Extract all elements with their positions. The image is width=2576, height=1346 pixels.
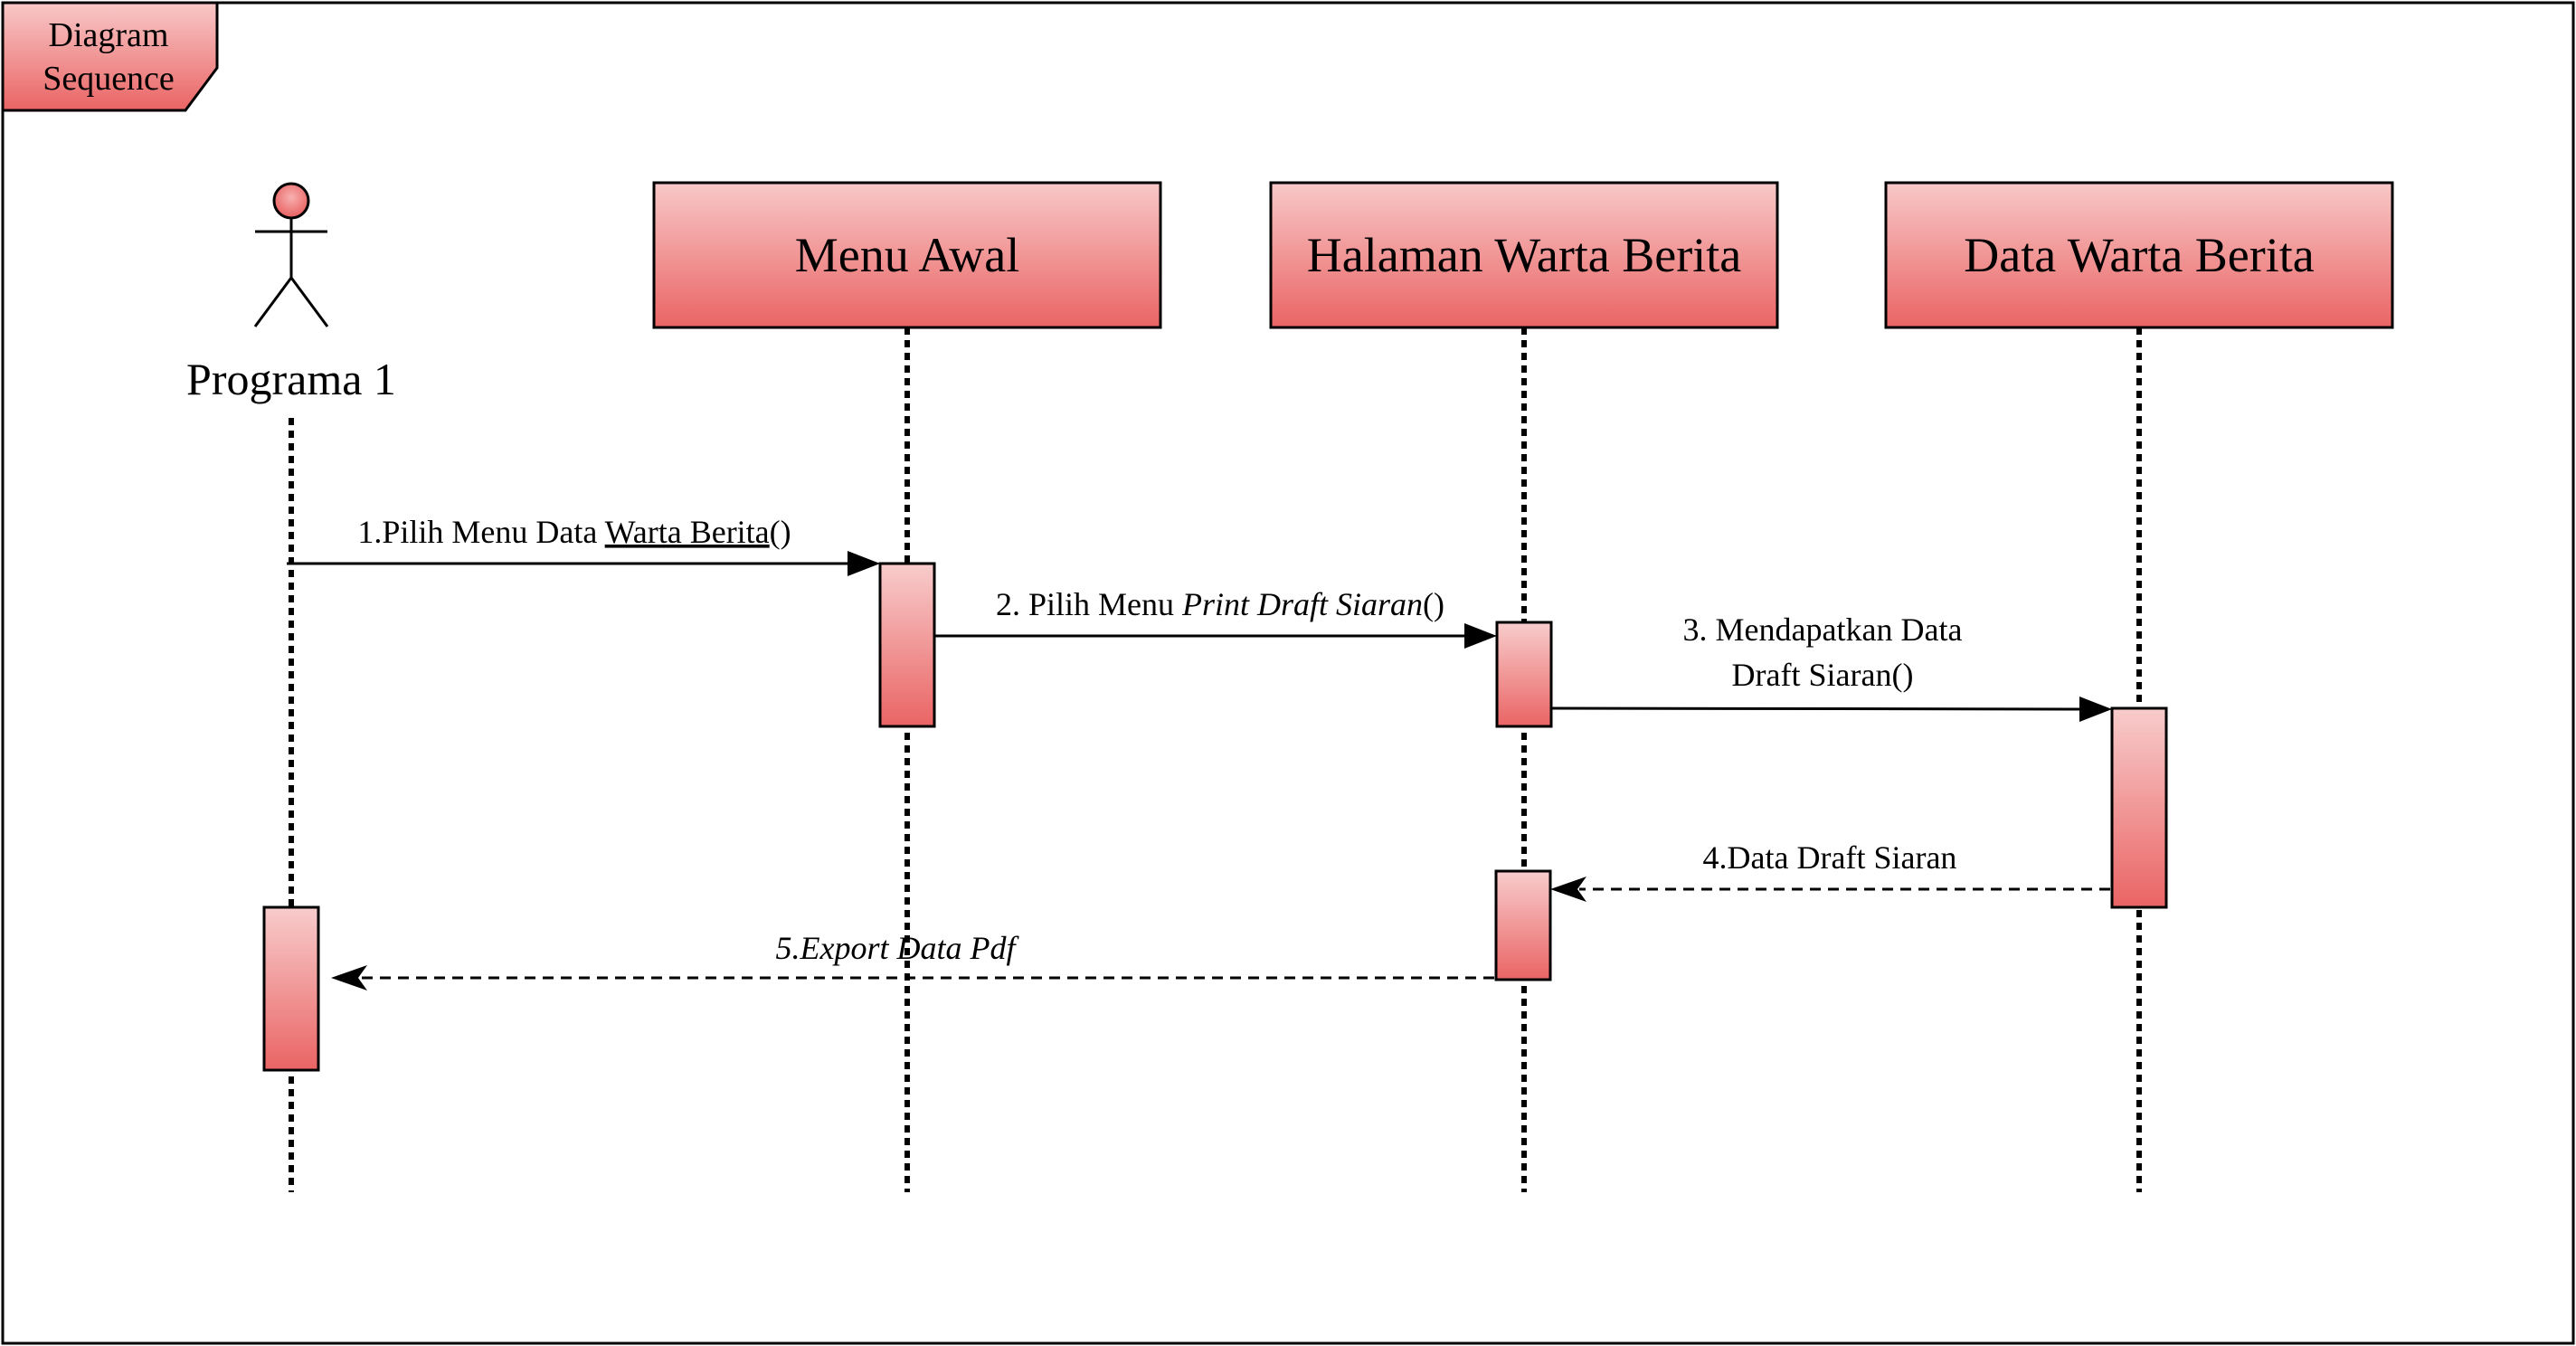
lifeline-head-halaman-warta-berita: Halaman Warta Berita	[1269, 181, 1779, 329]
lifeline-head-menu-awal: Menu Awal	[652, 181, 1162, 329]
activation-halaman-2	[1494, 869, 1552, 981]
actor-head	[272, 182, 310, 220]
message-1-label: 1.Pilih Menu Data Warta Berita()	[357, 514, 791, 550]
lifeline-label-data-warta-berita: Data Warta Berita	[1964, 228, 2314, 282]
frame-title-tab: Diagram Sequence	[1, 1, 219, 112]
activation-halaman-1	[1495, 621, 1553, 728]
lifeline-head-data-warta-berita: Data Warta Berita	[1884, 181, 2394, 329]
lifeline-label-menu-awal: Menu Awal	[795, 228, 1020, 282]
message-1: 1.Pilih Menu Data Warta Berita()	[287, 514, 880, 576]
actor-label: Programa 1	[186, 354, 396, 404]
message-4: 4.Data Draft Siaran	[1550, 839, 2110, 902]
activation-data-warta-berita	[2110, 706, 2168, 909]
message-3-label-line2: Draft Siaran()	[1732, 657, 1914, 693]
activation-menu-awal	[878, 562, 936, 728]
message-5: 5.Export Data Pdf	[331, 930, 1494, 991]
message-2-label: 2. Pilih Menu Print Draft Siaran()	[996, 586, 1444, 622]
message-3: 3. Mendapatkan Data Draft Siaran()	[1550, 611, 2112, 722]
frame-title-line1: Diagram	[49, 16, 169, 54]
message-2: 2. Pilih Menu Print Draft Siaran()	[934, 586, 1497, 649]
message-4-label: 4.Data Draft Siaran	[1703, 839, 1957, 876]
message-3-label-line1: 3. Mendapatkan Data	[1683, 611, 1963, 648]
message-5-label: 5.Export Data Pdf	[776, 930, 1020, 966]
lifeline-label-halaman-warta-berita: Halaman Warta Berita	[1307, 228, 1741, 282]
activation-actor	[262, 905, 320, 1072]
actor-programa-1	[253, 182, 329, 327]
frame-title-line2: Sequence	[43, 60, 175, 98]
